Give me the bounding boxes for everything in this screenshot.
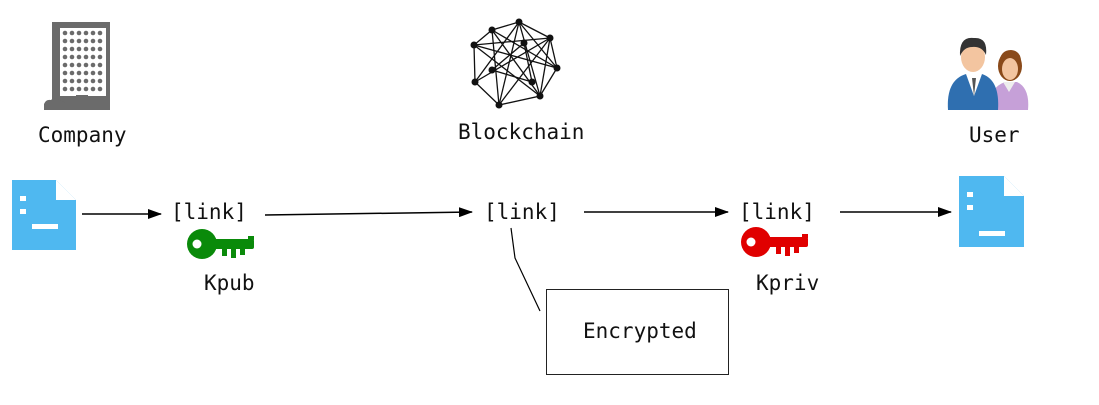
encrypted-note-text: Encrypted xyxy=(583,319,697,343)
note-connector xyxy=(510,227,541,312)
link-label-user: [link] xyxy=(739,200,815,224)
private-key-label: Kpriv xyxy=(756,271,820,295)
building-icon xyxy=(44,22,110,110)
key-icon xyxy=(187,229,254,259)
user-label: User xyxy=(969,123,1020,147)
blockchain-label: Blockchain xyxy=(458,120,585,144)
company-label: Company xyxy=(38,123,127,147)
link-label-company: [link] xyxy=(171,200,247,224)
public-key-label: Kpub xyxy=(204,271,255,295)
document-icon xyxy=(12,180,76,250)
key-icon xyxy=(741,227,808,257)
users-icon xyxy=(947,37,1029,110)
arrow-link-to-blockchain xyxy=(264,207,473,218)
network-icon xyxy=(470,18,561,109)
document-icon xyxy=(959,176,1024,247)
encrypted-note xyxy=(546,289,729,375)
link-label-blockchain: [link] xyxy=(484,200,560,224)
